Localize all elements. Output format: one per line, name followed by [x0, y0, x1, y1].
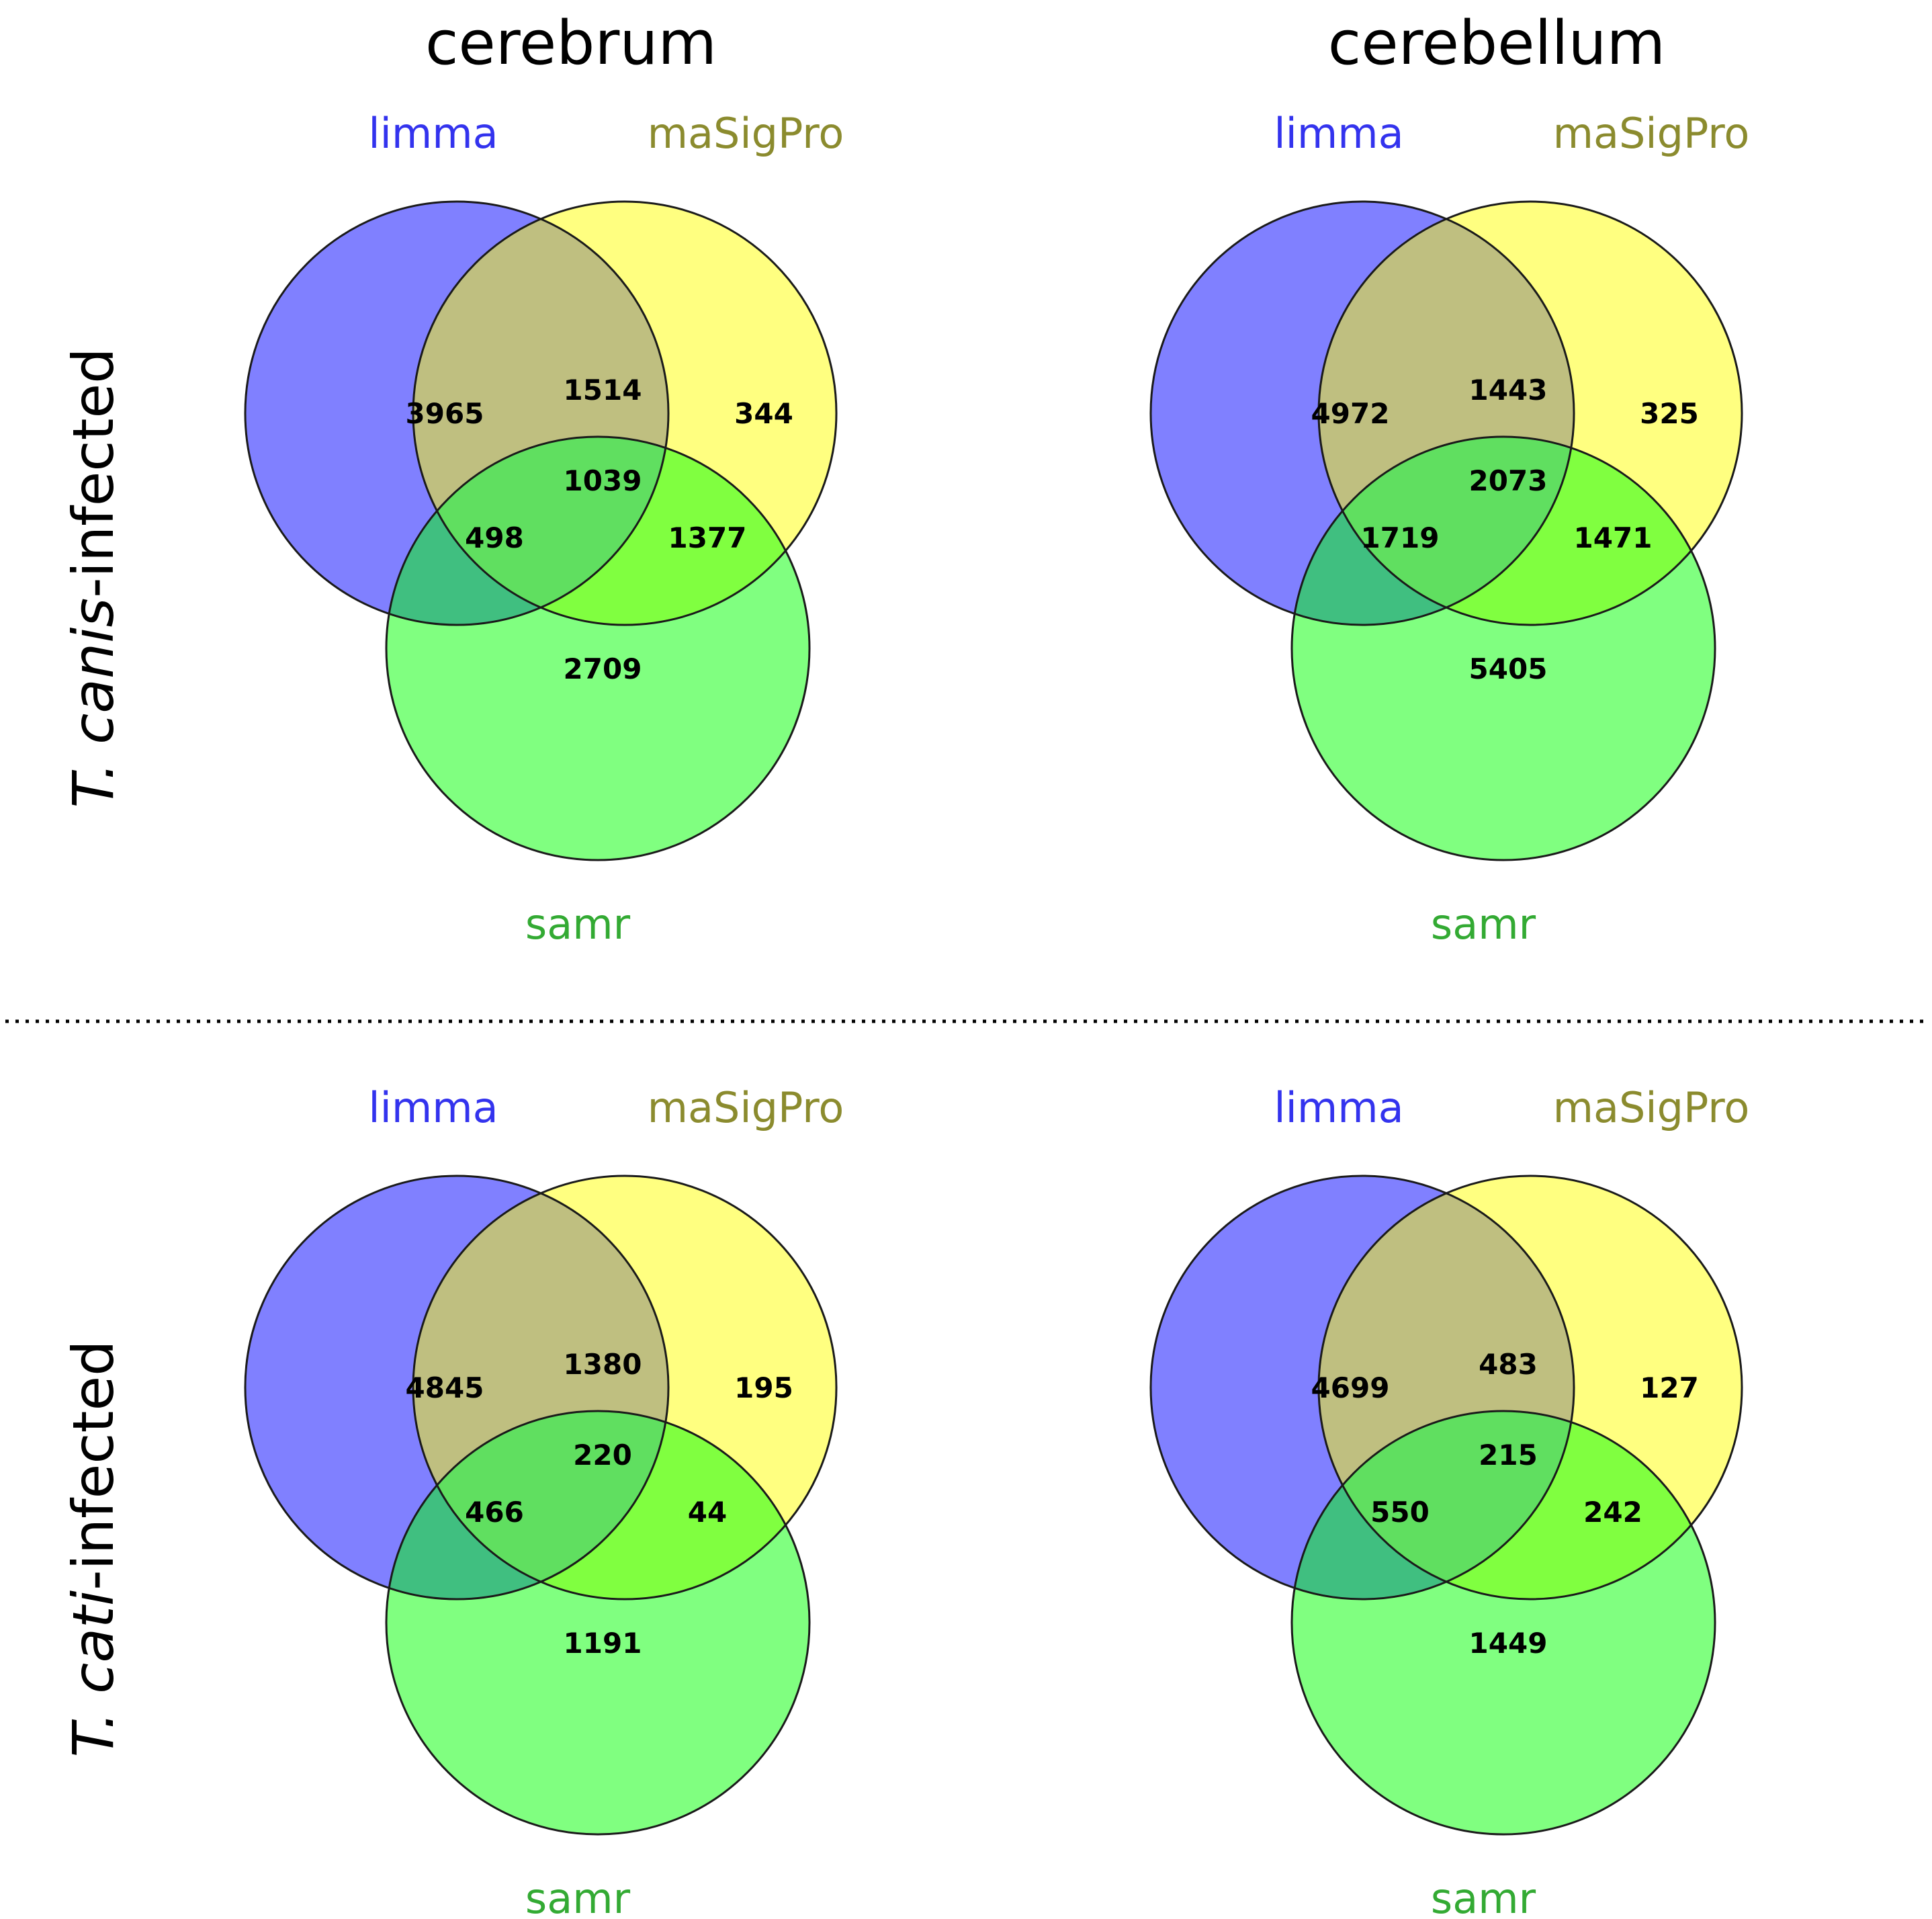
- limma-outline: [1149, 200, 1575, 626]
- count-limma-masigpro: 483: [1479, 1348, 1538, 1381]
- row-title-suffix: -infected: [60, 1340, 126, 1590]
- count-all: 215: [1479, 1439, 1538, 1472]
- count-limma-samr: 550: [1370, 1496, 1430, 1529]
- venn-panel: limma maSigPro samr 4972 1443 325 2073 1719 1471…: [1149, 109, 1750, 949]
- count-limma-masigpro: 1514: [564, 374, 642, 407]
- set-label-samr: samr: [1431, 900, 1536, 949]
- samr-outline: [385, 435, 811, 861]
- overlap-all: [413, 437, 668, 625]
- count-masigpro-samr: 242: [1583, 1496, 1642, 1529]
- limma-outline: [244, 200, 670, 626]
- row-title-t-cati: T. cati-infected: [60, 1340, 126, 1758]
- count-limma-only: 3965: [406, 397, 484, 430]
- count-samr-only: 5405: [1469, 652, 1548, 685]
- row-title-species: T. canis: [60, 598, 126, 808]
- count-limma-samr: 1719: [1361, 521, 1440, 554]
- set-label-limma: limma: [1274, 1083, 1403, 1132]
- count-samr-only: 1449: [1469, 1627, 1548, 1660]
- venn-panel: limma maSigPro samr 4699 483 127 215 550 242 1449: [1149, 1083, 1750, 1919]
- set-label-samr: samr: [525, 1874, 631, 1919]
- samr-outline: [1290, 435, 1716, 861]
- count-masigpro-samr: 1377: [668, 521, 747, 554]
- set-label-limma: limma: [368, 1083, 498, 1132]
- set-label-limma: limma: [1274, 109, 1403, 158]
- venn-panel: limma maSigPro samr 4845 1380 195 220 466 44 1191: [244, 1083, 844, 1919]
- count-limma-samr: 466: [465, 1496, 524, 1529]
- count-masigpro-only: 195: [734, 1371, 793, 1404]
- samr-outline: [385, 1410, 811, 1836]
- count-masigpro-only: 344: [734, 397, 793, 430]
- count-masigpro-only: 127: [1640, 1371, 1699, 1404]
- venn-panel: limma maSigPro samr 3965 1514 344 1039 498 1377 2…: [244, 109, 844, 949]
- count-limma-only: 4972: [1311, 397, 1390, 430]
- column-title-cerebrum: cerebrum: [425, 8, 717, 79]
- limma-outline: [244, 1175, 670, 1601]
- row-title-t-canis: T. canis-infected: [60, 347, 126, 808]
- set-label-limma: limma: [368, 109, 498, 158]
- limma-outline: [1149, 1175, 1575, 1601]
- masigpro-outline: [1317, 200, 1743, 626]
- masigpro-outline: [1317, 1175, 1743, 1601]
- count-masigpro-samr: 44: [688, 1496, 727, 1529]
- row-title-suffix: -infected: [60, 347, 126, 597]
- set-label-samr: samr: [525, 900, 631, 949]
- count-all: 220: [573, 1439, 632, 1472]
- count-samr-only: 2709: [564, 652, 642, 685]
- count-limma-samr: 498: [465, 521, 524, 554]
- masigpro-outline: [412, 1175, 838, 1601]
- set-label-masigpro: maSigPro: [648, 1083, 844, 1132]
- column-title-cerebellum: cerebellum: [1328, 8, 1665, 79]
- count-limma-only: 4845: [406, 1371, 484, 1404]
- count-samr-only: 1191: [564, 1627, 642, 1660]
- overlap-all: [413, 1411, 668, 1599]
- set-label-masigpro: maSigPro: [648, 109, 844, 158]
- set-label-samr: samr: [1431, 1874, 1536, 1919]
- count-masigpro-samr: 1471: [1574, 521, 1653, 554]
- samr-outline: [1290, 1410, 1716, 1836]
- overlap-all: [1319, 437, 1574, 625]
- overlap-all: [1319, 1411, 1574, 1599]
- count-all: 1039: [564, 464, 642, 497]
- set-label-masigpro: maSigPro: [1553, 109, 1750, 158]
- set-label-masigpro: maSigPro: [1553, 1083, 1750, 1132]
- count-limma-masigpro: 1380: [564, 1348, 642, 1381]
- masigpro-outline: [412, 200, 838, 626]
- count-masigpro-only: 325: [1640, 397, 1699, 430]
- count-limma-masigpro: 1443: [1469, 374, 1548, 407]
- row-title-species: T. cati: [60, 1590, 126, 1758]
- count-limma-only: 4699: [1311, 1371, 1390, 1404]
- count-all: 2073: [1469, 464, 1548, 497]
